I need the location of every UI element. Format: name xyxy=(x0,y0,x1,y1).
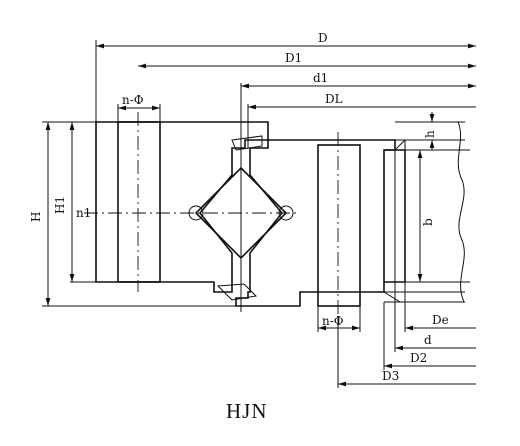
bottom-seal xyxy=(216,283,258,301)
gear-section xyxy=(383,121,470,303)
dim-d1: d1 xyxy=(313,71,328,85)
top-dimensions: D D1 d1 DL n-Φ h b xyxy=(95,31,476,282)
dim-D: D xyxy=(318,31,328,45)
dim-D2: D2 xyxy=(410,351,427,365)
seals xyxy=(216,135,263,301)
roller-raceway xyxy=(188,140,294,312)
dim-D1: D1 xyxy=(285,51,302,65)
dim-H: H xyxy=(29,212,43,222)
dim-h: h xyxy=(423,130,437,138)
inner-bolt-label: n-Φ xyxy=(322,314,344,328)
outer-bolt-label: n-Φ xyxy=(122,93,144,107)
dim-De: De xyxy=(432,313,449,327)
height-dimensions: H H1 n1 xyxy=(29,121,300,307)
inner-bolt-hole xyxy=(317,144,361,307)
label-n1: n1 xyxy=(76,206,91,220)
dim-b: b xyxy=(421,218,435,226)
inner-ring xyxy=(235,132,396,316)
dim-DL: DL xyxy=(325,92,343,106)
dim-D3: D3 xyxy=(382,369,399,383)
dim-d: d xyxy=(424,333,432,347)
drawing-caption: HJN xyxy=(226,399,268,423)
dim-H1: H1 xyxy=(53,196,67,214)
outer-bolt-hole xyxy=(117,121,161,283)
bottom-dimensions: n-Φ De d D2 D3 xyxy=(317,282,476,388)
top-seal xyxy=(231,135,263,151)
